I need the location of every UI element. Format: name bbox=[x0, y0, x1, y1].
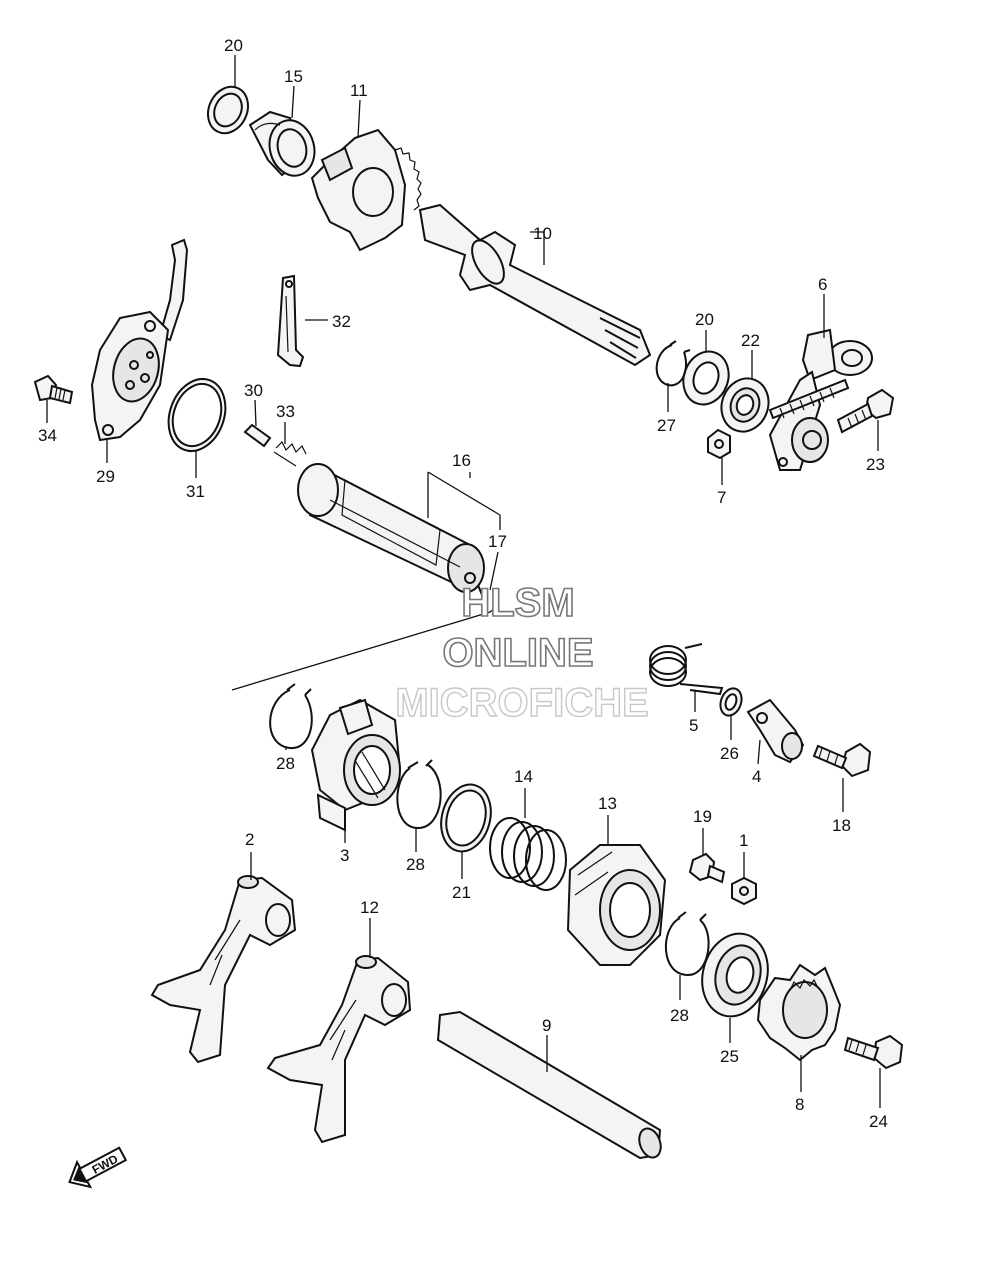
part-31-o-ring bbox=[167, 378, 227, 452]
label-part-14: 14 bbox=[514, 767, 533, 786]
part-14-spring bbox=[489, 817, 567, 891]
part-33-spring bbox=[273, 440, 307, 467]
assembly-divider-line bbox=[231, 605, 499, 691]
watermark-line-3: MICROFICHE bbox=[395, 681, 648, 725]
label-part-31: 31 bbox=[186, 482, 205, 501]
label-part-33: 33 bbox=[276, 402, 295, 421]
leader-lines bbox=[46, 55, 881, 1108]
part-4-stopper bbox=[746, 698, 805, 764]
part-17-pin bbox=[477, 584, 485, 601]
part-25-bearing bbox=[701, 932, 769, 1018]
part-1-nut bbox=[731, 876, 757, 906]
label-part-20-top: 20 bbox=[224, 36, 243, 55]
label-part-16: 16 bbox=[452, 451, 471, 470]
part-number-labels: 20 15 11 10 32 34 29 31 30 33 16 17 6 20… bbox=[38, 36, 888, 1131]
label-part-8: 8 bbox=[795, 1095, 804, 1114]
label-part-26: 26 bbox=[720, 744, 739, 763]
part-30-pin bbox=[243, 423, 272, 448]
label-part-29: 29 bbox=[96, 467, 115, 486]
label-part-25: 25 bbox=[720, 1047, 739, 1066]
part-28-circlip-left bbox=[269, 683, 313, 750]
label-part-18: 18 bbox=[832, 816, 851, 835]
part-26-washer bbox=[719, 687, 743, 717]
part-10-shift-shaft bbox=[418, 203, 652, 367]
label-part-17: 17 bbox=[488, 532, 507, 551]
label-part-27: 27 bbox=[657, 416, 676, 435]
part-20-washer-mid bbox=[682, 350, 730, 406]
label-part-20-mid: 20 bbox=[695, 310, 714, 329]
part-2-shift-fork bbox=[150, 875, 297, 1064]
part-29-cover bbox=[90, 238, 189, 442]
label-part-28-left: 28 bbox=[276, 754, 295, 773]
label-part-6: 6 bbox=[818, 275, 827, 294]
part-22-oil-seal bbox=[720, 377, 770, 433]
label-part-12: 12 bbox=[360, 898, 379, 917]
watermark: HLSM ONLINE MICROFICHE bbox=[395, 580, 650, 726]
label-part-3: 3 bbox=[340, 846, 349, 865]
label-part-34: 34 bbox=[38, 426, 57, 445]
label-part-21: 21 bbox=[452, 883, 471, 902]
label-part-23: 23 bbox=[866, 455, 885, 474]
part-21-washer bbox=[440, 783, 492, 853]
part-34-bolt bbox=[33, 374, 74, 405]
label-part-15: 15 bbox=[284, 67, 303, 86]
part-3-cam-drive bbox=[310, 698, 402, 832]
label-part-22: 22 bbox=[741, 331, 760, 350]
label-part-13: 13 bbox=[598, 794, 617, 813]
watermark-line-2: ONLINE bbox=[442, 631, 593, 675]
label-part-30: 30 bbox=[244, 381, 263, 400]
part-12-shift-fork bbox=[266, 955, 412, 1144]
part-9-fork-shaft bbox=[436, 1010, 662, 1160]
label-part-32: 32 bbox=[332, 312, 351, 331]
part-18-bolt bbox=[812, 742, 872, 778]
label-part-28-right: 28 bbox=[670, 1006, 689, 1025]
label-part-28-mid: 28 bbox=[406, 855, 425, 874]
label-part-2: 2 bbox=[245, 830, 254, 849]
label-part-4: 4 bbox=[752, 767, 761, 786]
label-part-5: 5 bbox=[689, 716, 698, 735]
fwd-arrow-icon: FWD bbox=[68, 1146, 128, 1189]
part-20-washer-top bbox=[207, 85, 249, 135]
part-32-clip bbox=[276, 274, 305, 368]
part-28-circlip-mid bbox=[396, 759, 442, 830]
watermark-line-1: HLSM bbox=[461, 581, 574, 625]
part-13-cam-driven bbox=[566, 844, 667, 966]
label-part-11: 11 bbox=[350, 81, 368, 100]
part-5-spring bbox=[649, 643, 724, 696]
label-part-10: 10 bbox=[533, 224, 552, 243]
label-part-9: 9 bbox=[542, 1016, 551, 1035]
label-part-24: 24 bbox=[869, 1112, 888, 1131]
part-23-bolt bbox=[836, 388, 895, 434]
part-19-bolt bbox=[688, 852, 726, 884]
part-11-shift-plate bbox=[310, 128, 422, 252]
part-6-lever bbox=[768, 328, 873, 471]
part-8-stopper-plate bbox=[756, 963, 842, 1062]
part-28-circlip-right bbox=[665, 911, 710, 977]
label-part-19: 19 bbox=[693, 807, 712, 826]
label-part-7: 7 bbox=[717, 488, 726, 507]
part-16-gearshift-cam bbox=[297, 463, 485, 593]
label-part-1: 1 bbox=[739, 831, 748, 850]
part-24-bolt bbox=[843, 1034, 904, 1070]
part-15-spring bbox=[248, 110, 316, 177]
part-7-nut bbox=[707, 428, 731, 460]
